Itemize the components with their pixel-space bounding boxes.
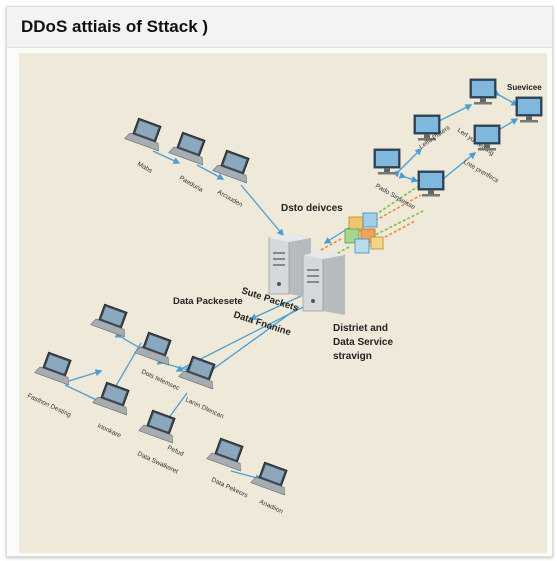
laptop-icon xyxy=(206,437,244,472)
laptop-fasthon-desting: Fasthon Desting xyxy=(26,351,72,419)
packet-cluster-icon xyxy=(344,212,384,254)
monitor-icon xyxy=(469,78,497,105)
laptop-top-left xyxy=(90,303,128,338)
connection-arrow xyxy=(436,152,477,186)
connection-arrow xyxy=(196,164,225,180)
connection-arrow xyxy=(68,369,103,382)
connection-arrow xyxy=(398,171,419,183)
monitor-icon xyxy=(473,124,501,151)
laptop-anadiion: Anadiion xyxy=(250,461,288,516)
connection-arrow xyxy=(492,89,519,106)
laptop-icon xyxy=(250,461,288,496)
packet-stream xyxy=(374,186,418,216)
laptop-inonkare: Inonkare xyxy=(92,381,130,440)
node-label: Data Swalkeret xyxy=(136,450,179,475)
connection-arrow xyxy=(392,147,423,178)
diagram-frame: DDoS attiais of Sttack ) xyxy=(6,6,553,557)
connection-arrow xyxy=(240,184,284,237)
monitor-icon xyxy=(417,170,445,197)
node-label: Inonkare xyxy=(96,422,122,439)
monitor-podo-sinseisse: Pado Sinseisse xyxy=(373,148,417,212)
diagram-title: DDoS attiais of Sttack ) xyxy=(21,17,209,36)
laptop-mabs: Mabs xyxy=(124,117,162,175)
monitor-suevicee xyxy=(515,96,543,123)
title-bar: DDoS attiais of Sttack ) xyxy=(7,7,552,48)
connection-arrow xyxy=(152,150,181,164)
diagram-canvas: Mabs Paeduria Arcuuden Pado Sinseisse Le… xyxy=(19,53,547,553)
server-icon xyxy=(302,251,345,315)
laptop-icon xyxy=(34,351,72,386)
laptop-icon xyxy=(168,131,206,166)
node-label: Fasthon Desting xyxy=(26,392,72,419)
node-label: Paeduria xyxy=(178,175,204,194)
label-district-line2: Data Service xyxy=(333,337,393,348)
node-label: Lanin Dlencan xyxy=(184,396,225,420)
label-data-packesete: Data Packesete xyxy=(173,296,243,307)
laptop-data-swalkeret: Data Swalkeret Pefud xyxy=(136,409,185,476)
node-label: Pado Sinseisse xyxy=(374,183,417,212)
node-label: Pefud xyxy=(166,444,185,458)
node-label: Mabs xyxy=(136,161,154,175)
label-district-line1: Distriet and xyxy=(333,323,388,334)
packet-stream xyxy=(370,194,422,224)
label-suevicee: Suevicee xyxy=(507,83,542,92)
label-district-line3: stravign xyxy=(333,351,372,362)
laptop-icon xyxy=(90,303,128,338)
laptop-data-pekeors: Data Pekeors xyxy=(206,437,249,500)
node-label: Lnte prenfecs xyxy=(462,159,500,185)
laptop-paeduria: Paeduria xyxy=(168,131,206,194)
packet-stream xyxy=(318,238,342,252)
laptop-icon xyxy=(138,409,176,444)
packet-stream xyxy=(366,210,424,240)
node-label: Arcuuden xyxy=(216,189,244,209)
laptop-icon xyxy=(212,149,250,184)
laptop-icon xyxy=(178,355,216,390)
laptop-icon xyxy=(124,117,162,152)
node-label: Anadiion xyxy=(258,498,284,515)
laptop-dots-telemsec: Dots telemsec xyxy=(134,331,181,393)
laptop-arcuuden: Arcuuden xyxy=(212,149,250,209)
monitor-lelfu-pisters: Lelfu Pisters xyxy=(413,114,452,151)
network-diagram: Mabs Paeduria Arcuuden Pado Sinseisse Le… xyxy=(26,78,543,516)
monitor-icon xyxy=(413,114,441,141)
connection-arrow xyxy=(203,306,300,376)
server-icon xyxy=(268,234,311,298)
label-dsto-devices: Dsto deivces xyxy=(281,203,343,214)
node-label: Dots telemsec xyxy=(140,368,181,392)
laptop-icon xyxy=(92,381,130,416)
laptop-icon xyxy=(134,331,172,366)
monitor-icon xyxy=(515,96,543,123)
node-label: Data Pekeors xyxy=(210,476,249,499)
laptop-lanin-dlencan: Lanin Dlencan xyxy=(178,355,225,421)
monitor-relay xyxy=(417,170,445,197)
connection-arrow xyxy=(432,104,473,127)
monitor-icon xyxy=(373,148,401,175)
